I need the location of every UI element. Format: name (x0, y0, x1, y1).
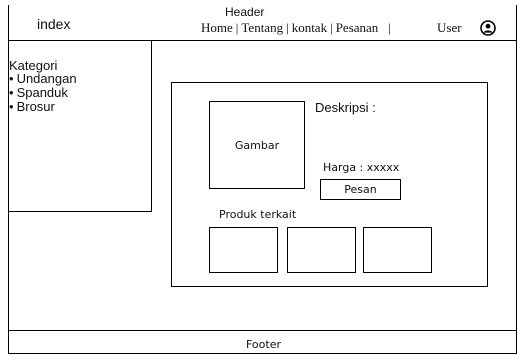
order-button-label: Pesan (344, 183, 377, 196)
brand-title[interactable]: index (37, 16, 71, 32)
user-menu[interactable]: User (437, 20, 462, 35)
category-sidebar: Kategori Undangan Spanduk Brosur (8, 41, 152, 212)
related-product-card[interactable] (363, 227, 432, 273)
footer-label: Footer (246, 338, 281, 351)
nav-home[interactable]: Home (201, 20, 233, 35)
product-price: Harga : xxxxx (323, 161, 400, 174)
footer-divider (8, 330, 517, 331)
category-list: Undangan Spanduk Brosur (9, 72, 77, 114)
product-description: Deskripsi : (315, 100, 376, 115)
nav-separator: | (286, 20, 289, 35)
category-item-brosur[interactable]: Brosur (9, 100, 77, 114)
related-product-card[interactable] (209, 227, 278, 273)
nav-pesanan[interactable]: Pesanan (335, 20, 379, 35)
user-circle-icon[interactable] (480, 20, 496, 36)
category-item-undangan[interactable]: Undangan (9, 72, 77, 86)
order-button[interactable]: Pesan (320, 179, 401, 200)
product-image: Gambar (209, 101, 305, 189)
nav-separator: | (235, 20, 239, 35)
nav-separator: | (388, 20, 391, 35)
product-panel (171, 82, 488, 287)
main-nav: Home|Tentang|kontak|Pesanan| (201, 20, 394, 36)
category-item-spanduk[interactable]: Spanduk (9, 86, 77, 100)
related-product-card[interactable] (287, 227, 356, 273)
nav-kontak[interactable]: kontak (291, 20, 328, 35)
category-title: Kategori (9, 58, 58, 73)
nav-separator: | (330, 20, 333, 35)
header-divider (8, 40, 517, 41)
product-image-label: Gambar (234, 138, 280, 152)
header-tag: Header (225, 5, 265, 19)
related-products-title: Produk terkait (219, 208, 297, 221)
nav-tentang[interactable]: Tentang (241, 20, 284, 35)
